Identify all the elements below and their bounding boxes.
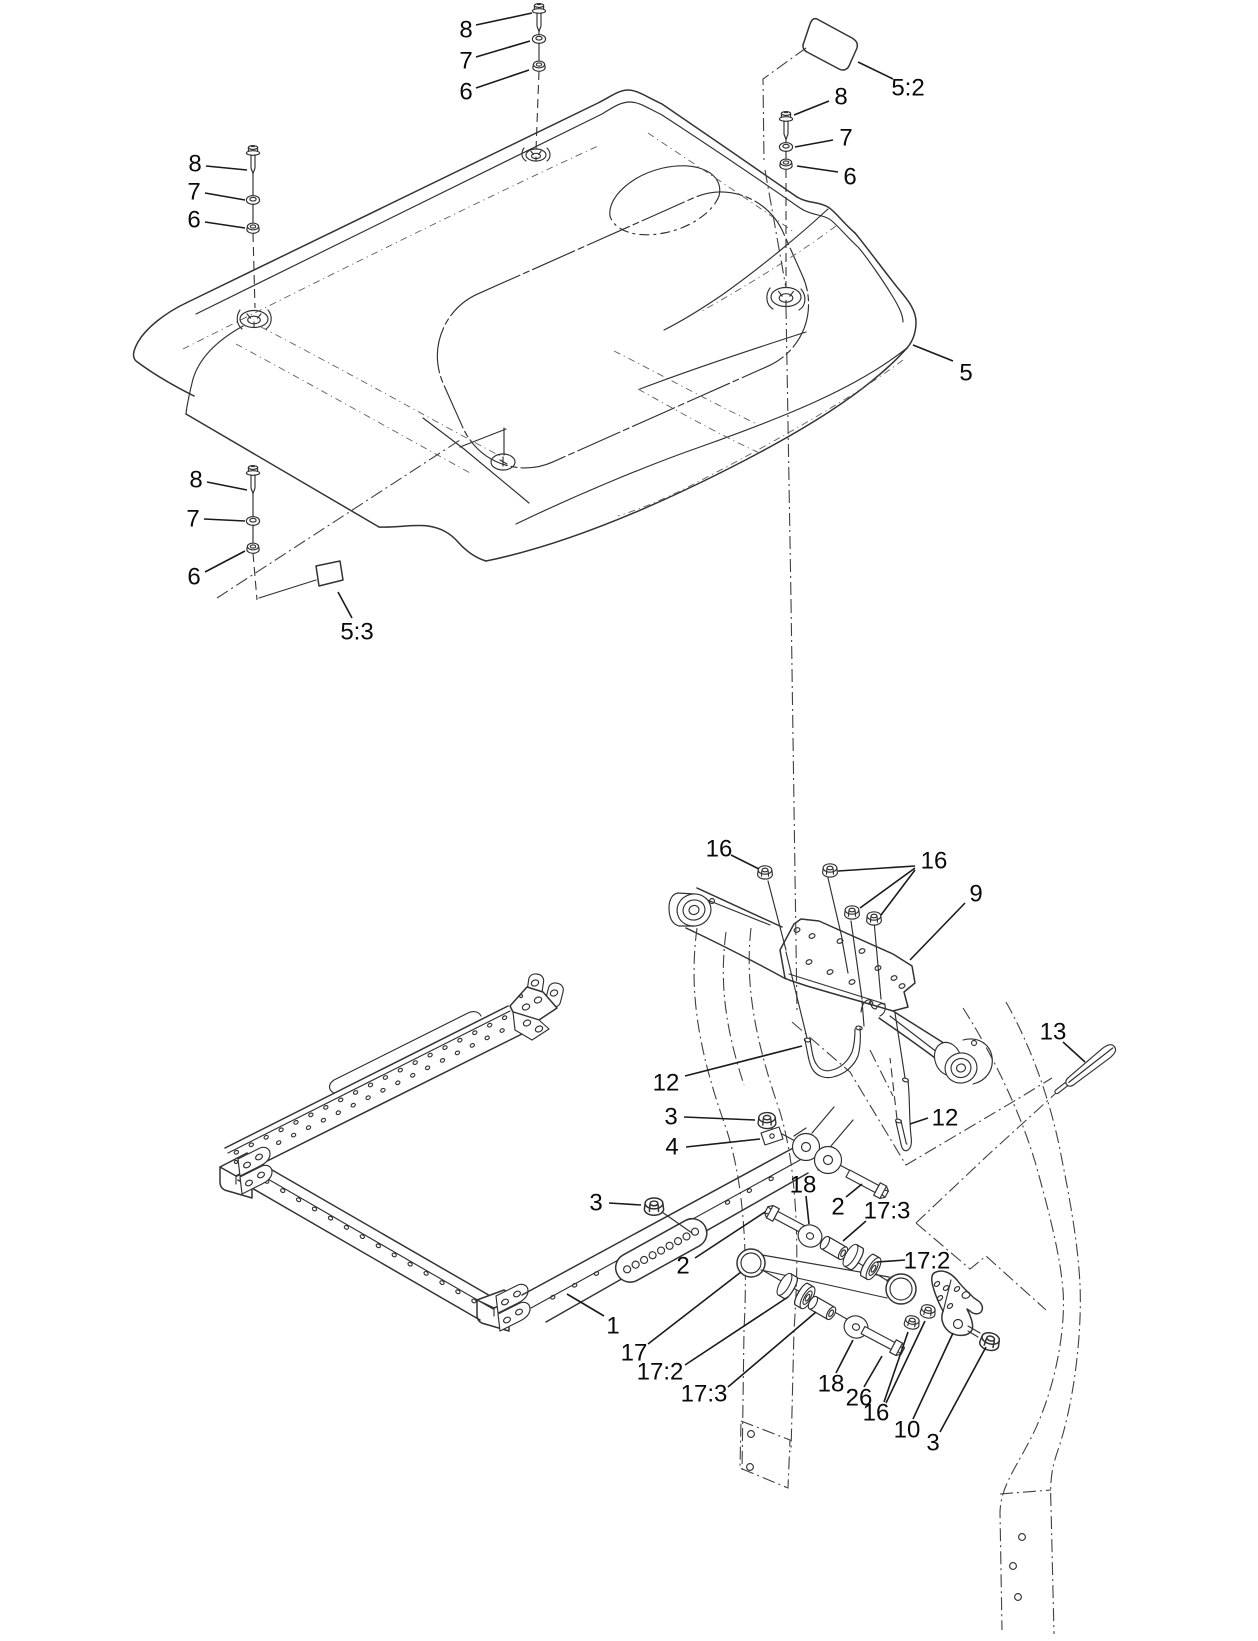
svg-text:5: 5 <box>959 360 972 387</box>
svg-text:6: 6 <box>187 207 200 234</box>
svg-text:3: 3 <box>589 1190 602 1217</box>
svg-text:5:3: 5:3 <box>340 619 373 646</box>
svg-text:17:3: 17:3 <box>864 1198 911 1225</box>
svg-text:10: 10 <box>894 1417 921 1444</box>
svg-text:18: 18 <box>818 1371 845 1398</box>
svg-text:8: 8 <box>834 84 847 111</box>
svg-text:6: 6 <box>843 164 856 191</box>
svg-text:3: 3 <box>926 1430 939 1457</box>
svg-text:17:2: 17:2 <box>637 1359 684 1386</box>
svg-text:7: 7 <box>459 48 472 75</box>
svg-text:1: 1 <box>606 1313 619 1340</box>
svg-text:3: 3 <box>664 1104 677 1131</box>
svg-text:7: 7 <box>186 506 199 533</box>
svg-text:8: 8 <box>188 151 201 178</box>
svg-text:12: 12 <box>932 1105 959 1132</box>
svg-text:16: 16 <box>921 848 948 875</box>
svg-text:26: 26 <box>846 1385 873 1412</box>
svg-text:4: 4 <box>665 1134 678 1161</box>
svg-text:17:2: 17:2 <box>904 1248 951 1275</box>
svg-text:8: 8 <box>459 17 472 44</box>
svg-text:2: 2 <box>676 1253 689 1280</box>
svg-text:16: 16 <box>706 836 733 863</box>
svg-text:7: 7 <box>187 179 200 206</box>
svg-text:6: 6 <box>459 79 472 106</box>
svg-text:2: 2 <box>831 1194 844 1221</box>
svg-text:12: 12 <box>653 1070 680 1097</box>
svg-text:16: 16 <box>863 1400 890 1427</box>
svg-text:7: 7 <box>839 125 852 152</box>
svg-text:17: 17 <box>621 1340 648 1367</box>
svg-text:5:2: 5:2 <box>891 75 924 102</box>
svg-text:17:3: 17:3 <box>681 1381 728 1408</box>
svg-text:8: 8 <box>189 467 202 494</box>
svg-text:13: 13 <box>1040 1019 1067 1046</box>
svg-text:9: 9 <box>969 881 982 908</box>
svg-text:6: 6 <box>187 564 200 591</box>
svg-text:18: 18 <box>790 1172 817 1199</box>
